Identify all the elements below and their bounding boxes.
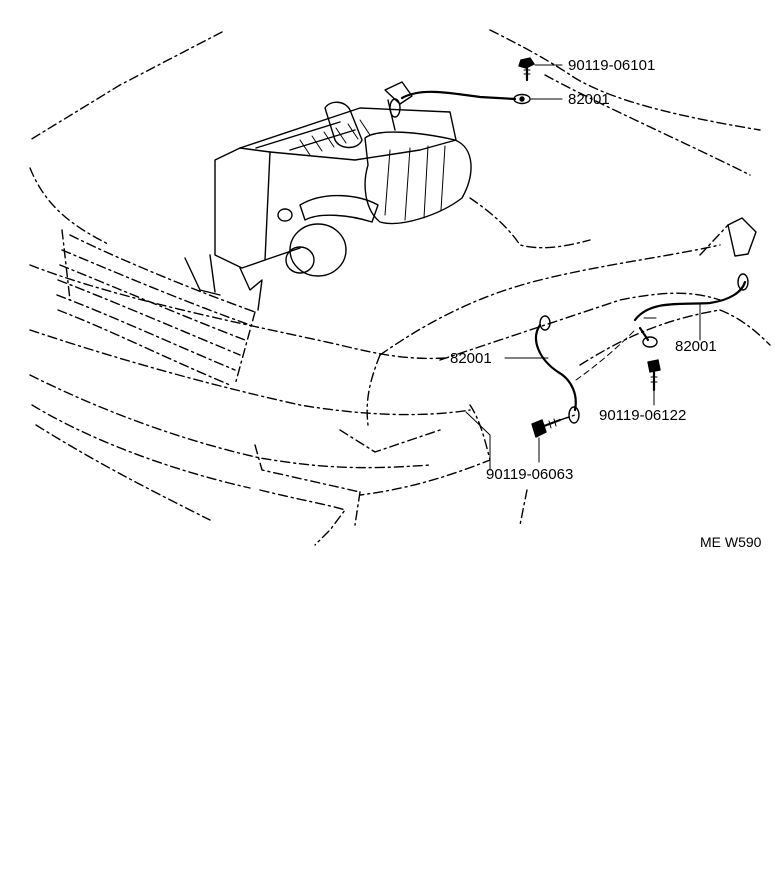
grille — [56, 229, 256, 386]
callout-cable-mid-right: 82001 — [675, 338, 717, 355]
callout-bolt-top: 90119-06101 — [568, 57, 656, 74]
callout-bolt-bottom: 90119-06063 — [486, 466, 574, 483]
bolt-bottom — [531, 414, 576, 463]
callout-cable-top: 82001 — [568, 91, 610, 108]
callout-bolt-right: 90119-06122 — [599, 407, 687, 424]
bolt-right — [647, 359, 661, 406]
figure-code: ME W590 — [700, 534, 762, 550]
leader-lines — [465, 329, 636, 526]
callout-cable-mid-left: 82001 — [450, 350, 492, 367]
ground-cable-top — [389, 90, 563, 118]
bolt-top — [518, 57, 563, 82]
ground-cable-mid-left — [504, 315, 580, 424]
hood-outline — [29, 29, 761, 246]
engine-block — [184, 81, 472, 311]
ground-cable-right — [633, 273, 749, 348]
front-body — [29, 264, 491, 546]
